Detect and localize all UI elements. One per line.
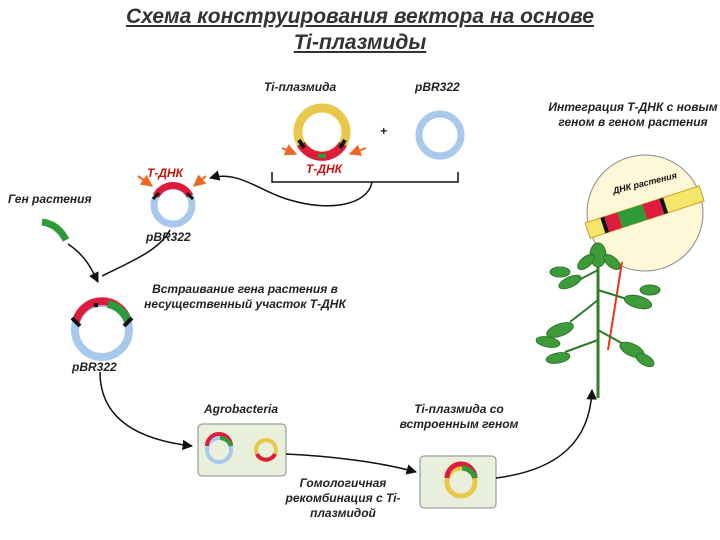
- ti-plasmid-ring: [293, 103, 351, 161]
- integration-label: Интеграция Т-ДНК с новым геном в геном р…: [548, 100, 718, 129]
- t-dna-left-label: Т-ДНК: [147, 166, 184, 180]
- plant-gene-label: Ген растения: [8, 192, 92, 206]
- pointer-line: [607, 261, 623, 351]
- arrow-to-ti-dish: [285, 453, 418, 475]
- agrobacteria-dish: [197, 423, 287, 477]
- chromosome-magnifier: [584, 154, 705, 272]
- pbr322-top-ring: [415, 110, 465, 160]
- pbr322-tdna-ring: [150, 182, 196, 228]
- arrow-to-plant: [495, 388, 597, 479]
- ti-plasmid-label: Ti-плазмида: [264, 80, 337, 94]
- top-bracket: [271, 172, 459, 183]
- diagram-title: Схема конструирования вектора на основе …: [60, 4, 660, 56]
- ti-recombinant-dish: [419, 455, 497, 509]
- title-line-2: Ti-плазмиды: [293, 31, 427, 54]
- agrobacteria-label: Agrobacteria: [204, 402, 279, 416]
- insertion-label: Встраивание гена растения в несущественн…: [144, 282, 346, 311]
- arrow-mid-to-recombinant: [101, 229, 171, 277]
- pbr322-bottom-label: pBR322: [72, 360, 117, 374]
- tomato-plant: [535, 242, 661, 398]
- homologous-recombination-label: Гомологичная рекомбинация с Ti-плазмидой: [285, 476, 401, 520]
- title-line-1: Схема конструирования вектора на основе: [126, 5, 594, 28]
- t-dna-arrow-right: [348, 144, 367, 156]
- pbr322-top-label: pBR322: [415, 80, 460, 94]
- ti-with-gene-label: Ti-плазмида со встроенным геном: [399, 402, 519, 431]
- t-dna-arrow-left: [281, 144, 298, 156]
- recombinant-plasmid-ring: [70, 297, 134, 361]
- plus-sign: +: [380, 124, 388, 138]
- plant-gene-fragment: [41, 218, 70, 242]
- arrow-gene-to-recombinant: [67, 243, 99, 283]
- t-dna-left-arrow-2: [193, 174, 207, 187]
- arrow-to-agrobacteria: [99, 371, 194, 451]
- arrow-to-mid-plasmid: [208, 170, 373, 207]
- t-dna-left-arrow-1: [137, 174, 153, 187]
- t-dna-top-label: Т-ДНК: [306, 162, 343, 176]
- pbr322-mid-label: pBR322: [146, 230, 191, 244]
